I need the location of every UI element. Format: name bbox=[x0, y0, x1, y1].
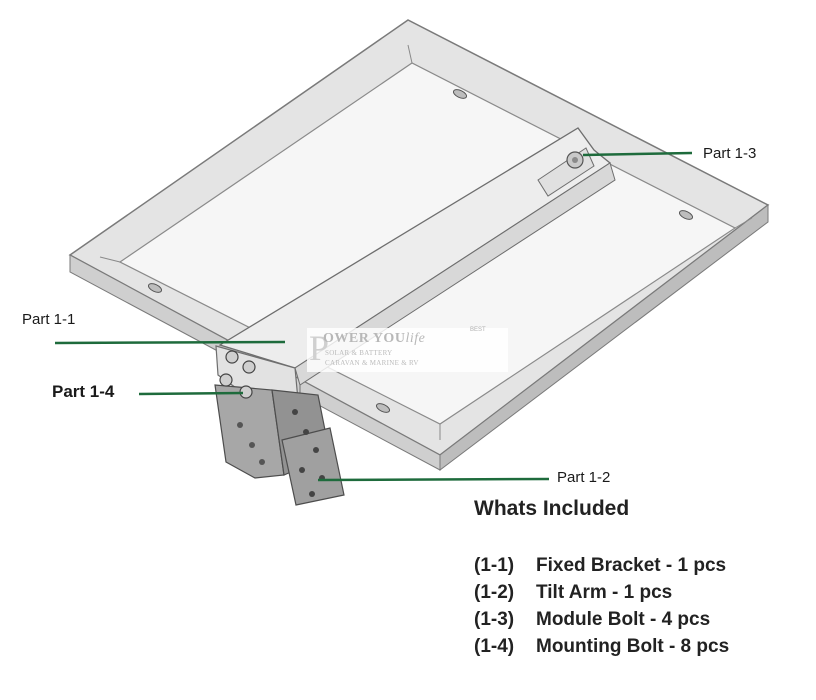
plate-hole bbox=[299, 467, 305, 473]
panel-frame-rim-right bbox=[439, 203, 769, 472]
frame-slot bbox=[147, 283, 163, 293]
mounting-bolt bbox=[219, 373, 233, 387]
included-item-code: (1-1) bbox=[474, 555, 515, 576]
included-item: (1-3) Module Bolt - 4 pcs bbox=[474, 606, 729, 633]
module-bolt-top bbox=[566, 151, 584, 169]
watermark-brand-name: OWER YOU bbox=[323, 331, 406, 346]
tilt-arm-plate bbox=[281, 427, 345, 506]
included-item: (1-2) Tilt Arm - 1 pcs bbox=[474, 579, 729, 606]
mounting-bolt bbox=[242, 360, 256, 374]
plate-hole bbox=[237, 422, 243, 428]
leader-lines bbox=[54, 151, 693, 482]
leader-line-part-1-4 bbox=[138, 391, 244, 396]
callout-part-1-3: Part 1-3 bbox=[703, 145, 757, 162]
included-item: (1-4) Mounting Bolt - 8 pcs bbox=[474, 633, 729, 660]
included-item-text: Module Bolt - 4 pcs bbox=[536, 609, 711, 630]
watermark-line-1: SOLAR & BATTERY bbox=[325, 349, 393, 357]
leader-line-part-1-2 bbox=[317, 477, 550, 482]
watermark-tag: BEST bbox=[470, 327, 486, 333]
mounting-bolt bbox=[225, 350, 239, 364]
panel-inner-edge-left bbox=[99, 256, 121, 263]
plate-hole bbox=[292, 409, 298, 415]
included-item-text: Fixed Bracket - 1 pcs bbox=[536, 555, 727, 576]
frame-slot bbox=[678, 210, 694, 220]
plate-hole bbox=[259, 459, 265, 465]
included-item-code: (1-4) bbox=[474, 636, 515, 657]
callout-part-1-2: Part 1-2 bbox=[557, 469, 611, 486]
panel-inner-edge-top bbox=[407, 44, 413, 64]
panel-inner-edge-right bbox=[734, 217, 753, 229]
watermark-line-2: CARAVAN & MARINE & RV bbox=[325, 359, 419, 367]
brand-watermark: P OWER YOUlife BEST SOLAR & BATTERY CARA… bbox=[307, 327, 508, 372]
included-item: (1-1) Fixed Bracket - 1 pcs bbox=[474, 552, 729, 579]
plate-hole bbox=[249, 442, 255, 448]
included-item-text: Mounting Bolt - 8 pcs bbox=[536, 636, 730, 657]
plate-hole bbox=[303, 429, 309, 435]
frame-slot bbox=[452, 89, 468, 99]
whats-included-title: Whats Included bbox=[474, 497, 630, 520]
mounting-bolts bbox=[219, 350, 256, 399]
plate-hole bbox=[313, 447, 319, 453]
watermark-brand: OWER YOUlife bbox=[323, 331, 425, 347]
watermark-brand-script: life bbox=[405, 331, 426, 346]
included-item-code: (1-2) bbox=[474, 582, 515, 603]
whats-included-list: (1-1) Fixed Bracket - 1 pcs (1-2) Tilt Arm… bbox=[474, 552, 729, 660]
included-item-code: (1-3) bbox=[474, 609, 515, 630]
module-bolt-center bbox=[572, 157, 578, 163]
watermark-initial: P bbox=[309, 328, 330, 368]
callout-part-1-1: Part 1-1 bbox=[22, 311, 76, 328]
plate-hole bbox=[309, 491, 315, 497]
leader-line-part-1-3 bbox=[582, 151, 693, 157]
callout-part-1-4: Part 1-4 bbox=[52, 382, 115, 401]
included-item-text: Tilt Arm - 1 pcs bbox=[536, 582, 673, 603]
fixed-bracket-plate bbox=[214, 384, 285, 479]
fixed-bracket bbox=[214, 345, 345, 506]
frame-slot bbox=[375, 403, 391, 413]
leader-line-part-1-1 bbox=[54, 340, 286, 345]
